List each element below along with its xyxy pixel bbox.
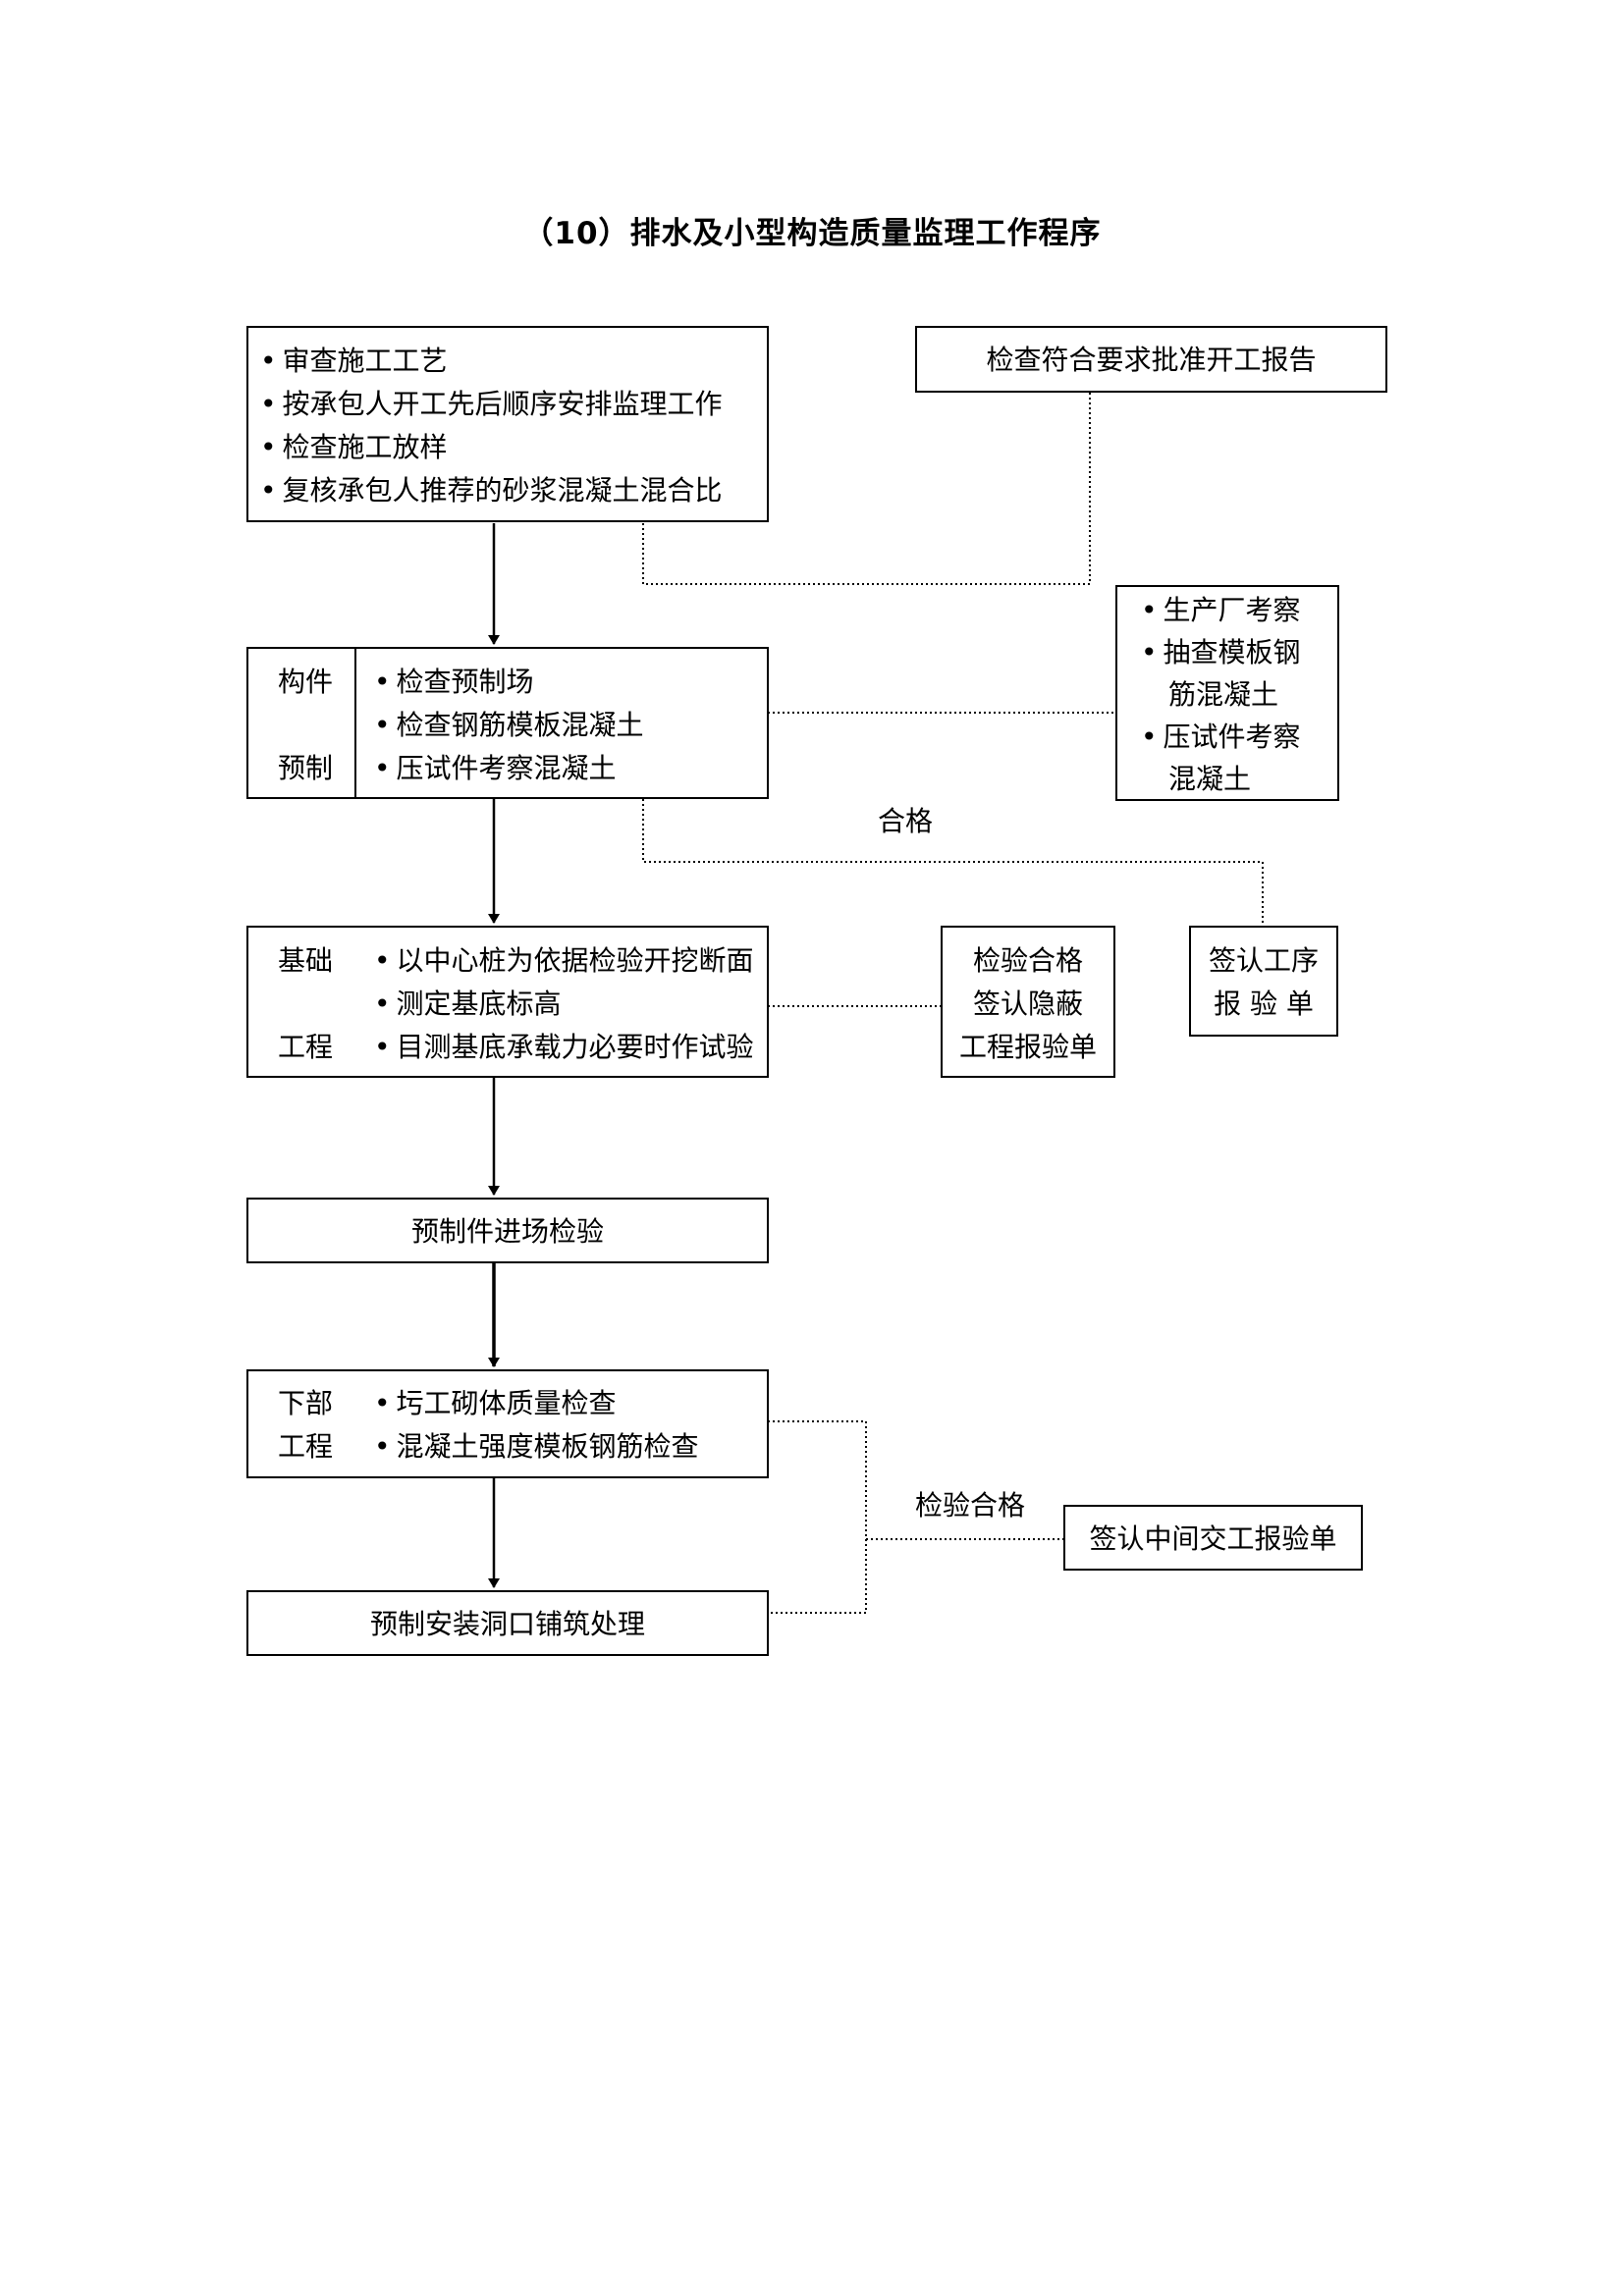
page-title: （10）排水及小型构造质量监理工作程序	[522, 216, 1102, 251]
substructure-item-1: 圬工砌体质量检查	[374, 1390, 617, 1417]
review-item-1: 审查施工工艺	[260, 347, 448, 375]
box-foundation-work: 基础 工程 以中心桩为依据检验开挖断面 测定基底标高 目测基底承载力必要时作试验	[246, 926, 769, 1078]
procedure-line-1: 签认工序	[1208, 944, 1319, 977]
substructure-side-bottom: 工程	[278, 1430, 334, 1463]
foundation-item-3: 目测基底承载力必要时作试验	[374, 1034, 754, 1061]
factory-line-4: 压试件考察	[1141, 723, 1301, 751]
box-substructure-work: 下部 工程 圬工砌体质量检查 混凝土强度模板钢筋检查	[246, 1369, 769, 1478]
component-side-bottom: 预制	[278, 752, 334, 784]
box-precast-install: 预制安装洞口铺筑处理	[246, 1590, 769, 1656]
box-procedure-report: 签认工序 报 验 单	[1189, 926, 1338, 1037]
review-item-3: 检查施工放样	[260, 434, 448, 461]
substructure-side-top: 下部	[278, 1387, 334, 1419]
approve-start-report-text: 检查符合要求批准开工报告	[986, 344, 1317, 376]
component-item-3: 压试件考察混凝土	[374, 755, 617, 782]
label-pass: 合格	[878, 805, 934, 837]
box-component-precast: 构件 预制 检查预制场 检查钢筋模板混凝土 压试件考察混凝土	[246, 647, 769, 799]
component-item-1: 检查预制场	[374, 668, 534, 696]
dotted-review-approve	[642, 392, 1091, 585]
factory-line-3: 筋混凝土	[1168, 678, 1279, 711]
precast-entry-text: 预制件进场检验	[410, 1215, 604, 1248]
dotted-component-procedure	[642, 799, 1264, 927]
review-item-4: 复核承包人推荐的砂浆混凝土混合比	[260, 477, 723, 505]
install-text: 预制安装洞口铺筑处理	[369, 1608, 645, 1640]
review-item-2: 按承包人开工先后顺序安排监理工作	[260, 391, 723, 418]
handover-text: 签认中间交工报验单	[1089, 1522, 1337, 1555]
substructure-item-2: 混凝土强度模板钢筋检查	[374, 1433, 699, 1461]
procedure-line-2: 报 验 单	[1214, 988, 1314, 1020]
factory-line-5: 混凝土	[1168, 763, 1252, 795]
component-item-2: 检查钢筋模板混凝土	[374, 712, 644, 739]
box-interim-handover-report: 签认中间交工报验单	[1063, 1505, 1363, 1571]
label-inspect-pass: 检验合格	[915, 1489, 1026, 1522]
foundation-item-1: 以中心桩为依据检验开挖断面	[374, 947, 754, 975]
hidden-line-3: 工程报验单	[958, 1031, 1097, 1063]
foundation-item-2: 测定基底标高	[374, 990, 562, 1018]
box-hidden-works-report: 检验合格 签认隐蔽 工程报验单	[941, 926, 1115, 1078]
box-factory-inspection: 生产厂考察 抽查模板钢 筋混凝土 压试件考察 混凝土	[1115, 585, 1339, 801]
component-divider	[354, 649, 356, 797]
hidden-line-2: 签认隐蔽	[972, 988, 1083, 1020]
factory-line-1: 生产厂考察	[1141, 597, 1301, 624]
hidden-line-1: 检验合格	[972, 944, 1083, 977]
box-approve-start-report: 检查符合要求批准开工报告	[915, 326, 1387, 393]
box-precast-entry-inspection: 预制件进场检验	[246, 1198, 769, 1263]
dotted-substructure-handover	[768, 1420, 867, 1614]
factory-line-2: 抽查模板钢	[1141, 639, 1301, 667]
box-construction-review: 审查施工工艺 按承包人开工先后顺序安排监理工作 检查施工放样 复核承包人推荐的砂…	[246, 326, 769, 522]
component-side-top: 构件	[278, 666, 334, 698]
foundation-side-top: 基础	[278, 944, 334, 977]
foundation-side-bottom: 工程	[278, 1031, 334, 1063]
